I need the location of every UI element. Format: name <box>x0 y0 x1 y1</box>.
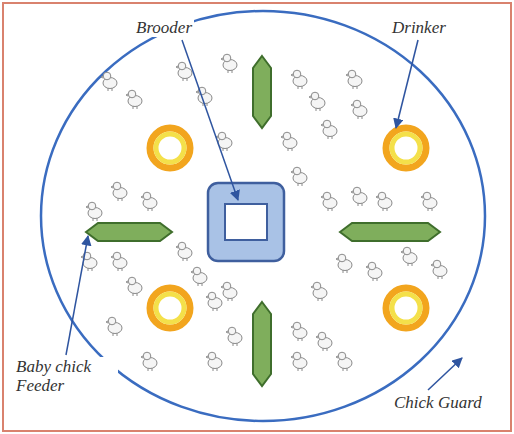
brooder-inner <box>225 204 267 240</box>
chick <box>221 54 237 73</box>
feeders <box>86 56 440 386</box>
chick <box>309 92 325 111</box>
chick <box>376 192 392 211</box>
brooder <box>208 183 284 261</box>
chick <box>216 132 232 151</box>
chick <box>111 182 127 201</box>
chick <box>421 192 437 211</box>
leader-lines <box>66 40 462 390</box>
chick <box>191 267 207 286</box>
chick <box>321 192 337 211</box>
chick <box>291 322 307 341</box>
chick <box>206 352 222 371</box>
chick <box>281 132 297 151</box>
feeder-label: Baby chick Feeder <box>14 357 118 395</box>
chick <box>291 352 307 371</box>
chick <box>106 317 122 336</box>
chick <box>111 252 127 271</box>
chick <box>346 70 362 89</box>
chick <box>316 332 332 351</box>
brooder-label: Brooder <box>134 18 194 37</box>
chick <box>101 72 117 91</box>
feeder <box>86 223 172 241</box>
chick <box>221 282 237 301</box>
chick <box>206 292 222 311</box>
chick <box>351 100 367 119</box>
chick <box>126 90 142 109</box>
chick <box>366 262 382 281</box>
drinkers <box>150 128 426 328</box>
chick <box>86 202 102 221</box>
chick <box>291 167 307 186</box>
chick <box>321 120 337 139</box>
chick <box>141 192 157 211</box>
chick <box>226 327 242 346</box>
chick <box>431 260 447 279</box>
chick <box>141 352 157 371</box>
chick <box>126 277 142 296</box>
frame <box>3 3 511 431</box>
feeder <box>253 302 271 386</box>
chick <box>176 242 192 261</box>
chick <box>311 282 327 301</box>
chick <box>336 352 352 371</box>
feeder <box>253 56 271 128</box>
feeder <box>340 223 440 241</box>
chick <box>351 187 367 206</box>
drinker-label: Drinker <box>390 18 448 37</box>
chick <box>291 70 307 89</box>
chick <box>336 254 352 273</box>
chick <box>401 247 417 266</box>
chick <box>176 62 192 81</box>
chick-guard-label: Chick Guard <box>392 393 484 412</box>
